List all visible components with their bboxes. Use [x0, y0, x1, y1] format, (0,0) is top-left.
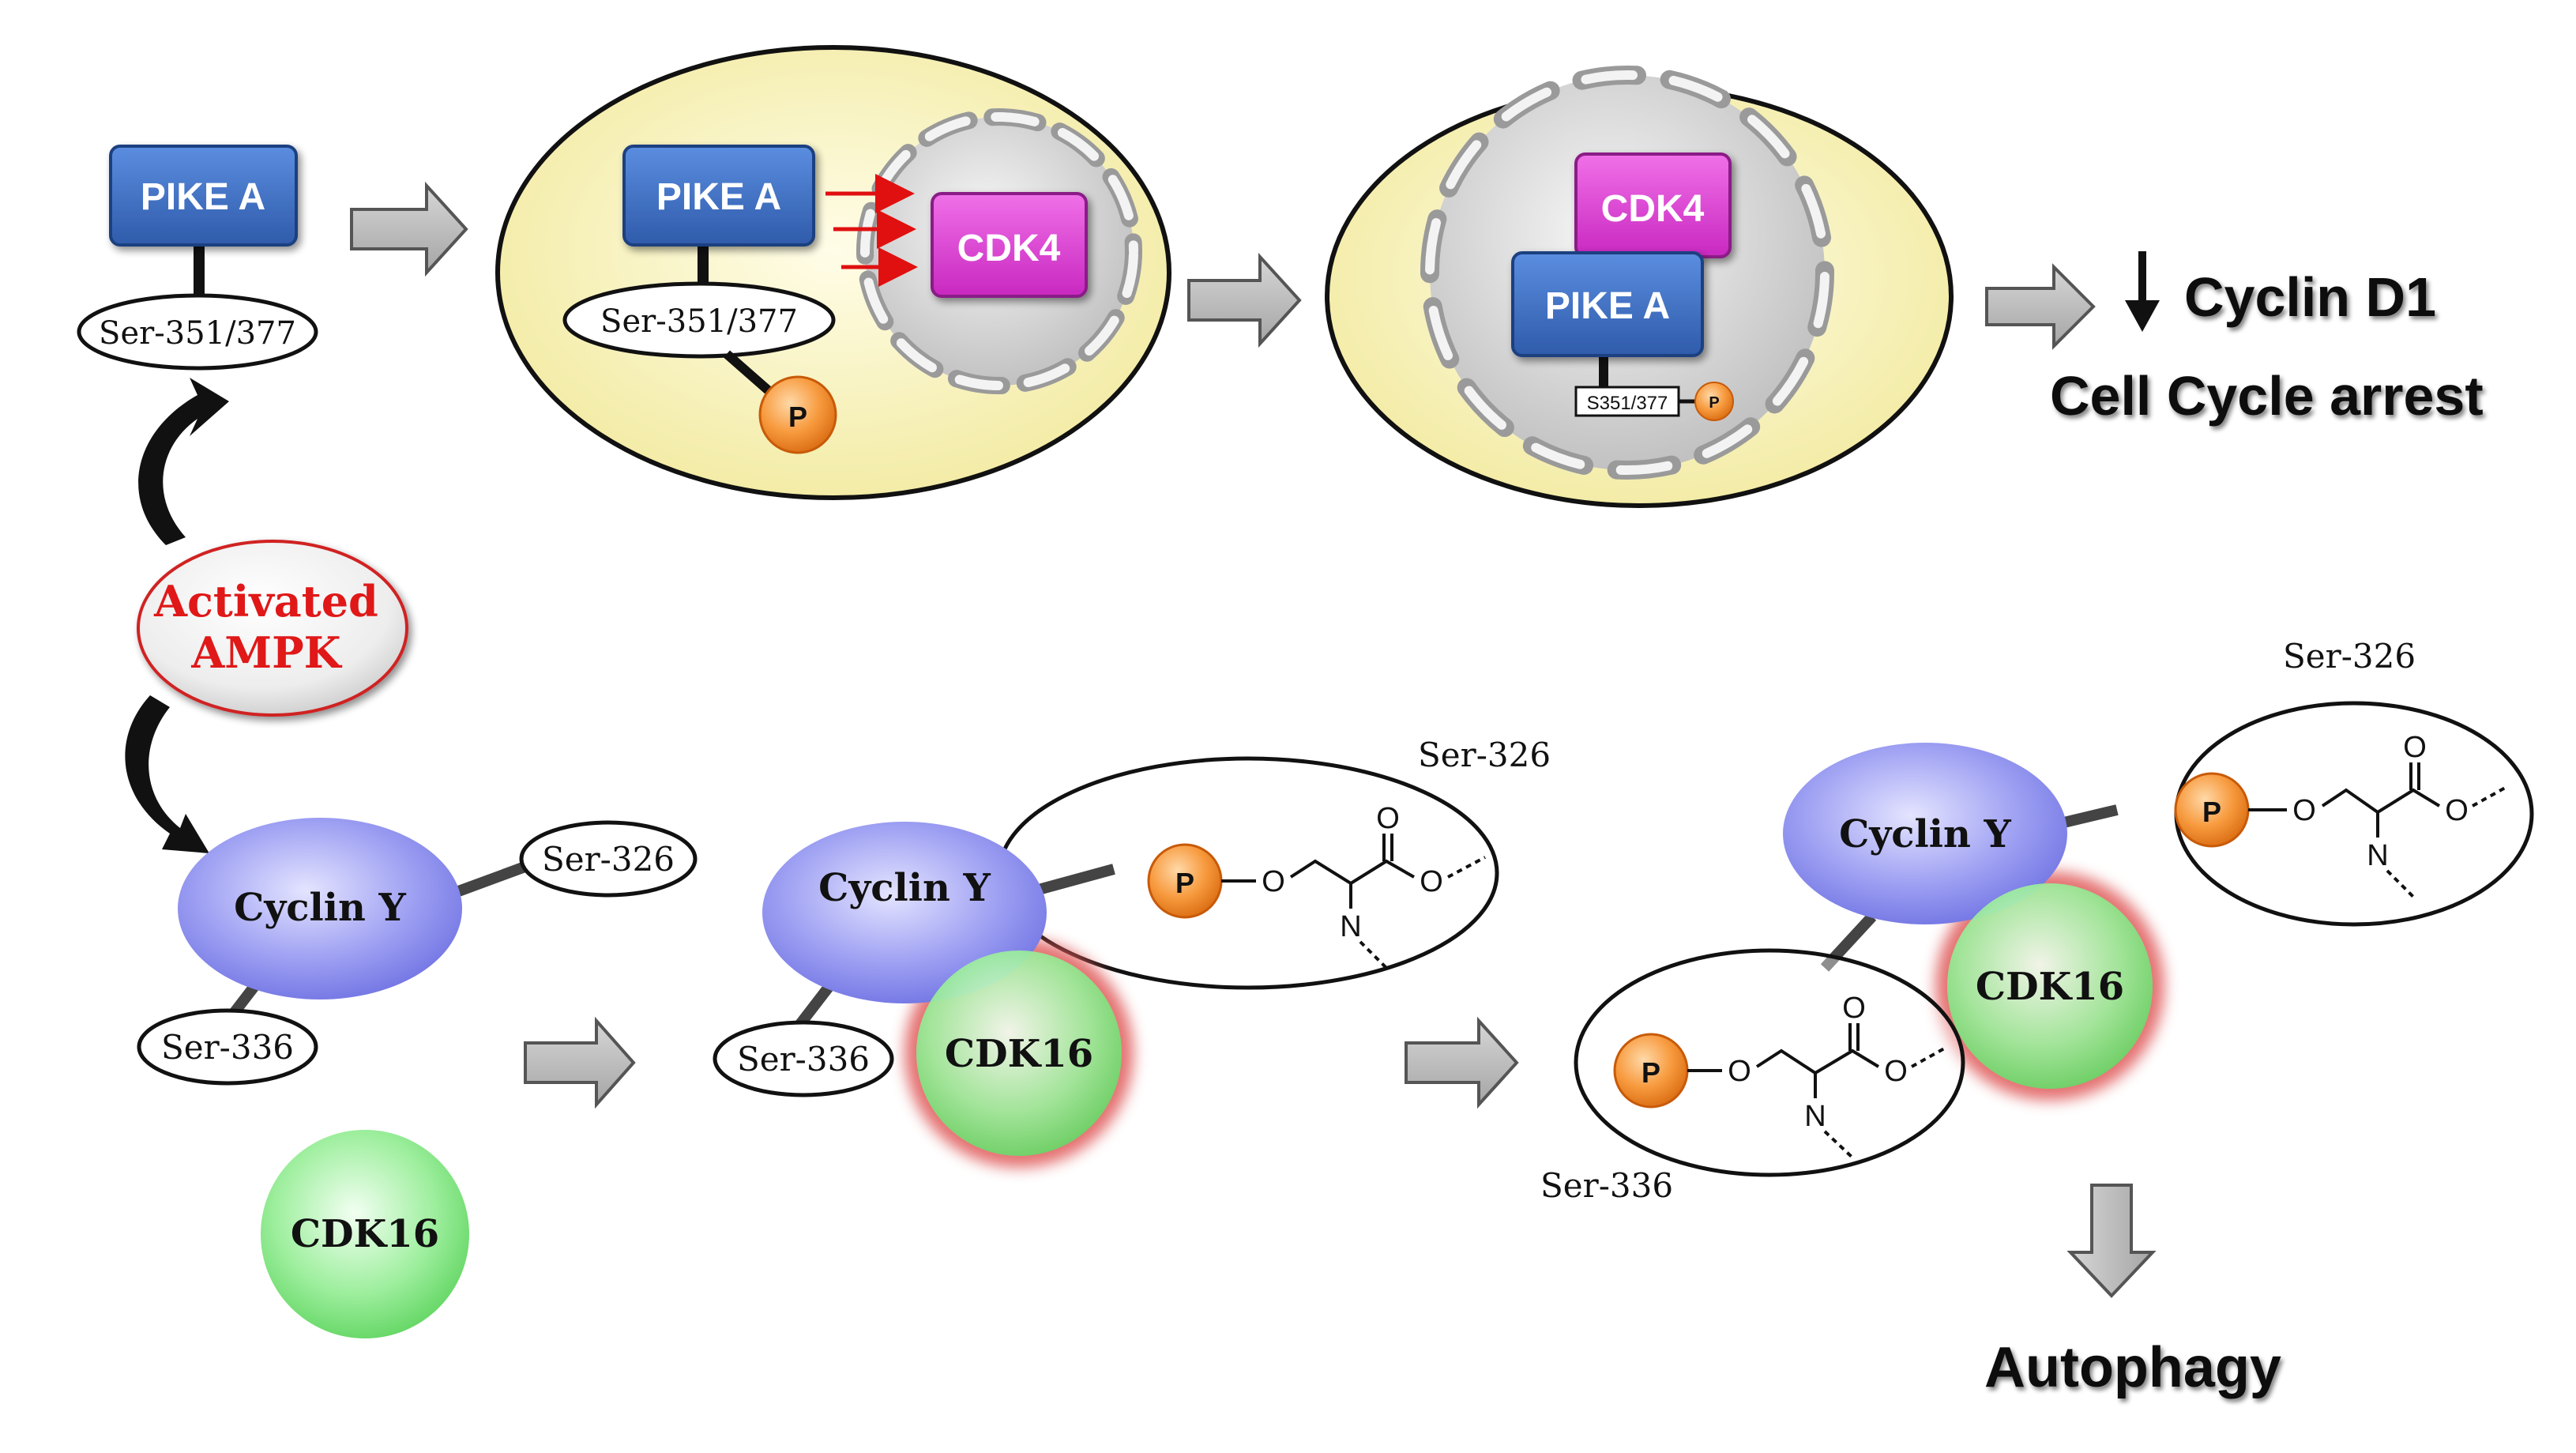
ser-336-label-1: Ser-336	[161, 1028, 294, 1067]
arrow-down-autophagy	[2066, 1184, 2157, 1298]
nitrogen-label-3: N	[1340, 910, 1361, 943]
s351-377-label: S351/377	[1587, 393, 1668, 414]
ser-351-377-label-2: Ser-351/377	[600, 303, 798, 340]
ser-336-label-2: Ser-336	[737, 1040, 870, 1078]
phosphate-2-label: P	[1709, 394, 1719, 412]
ester-dashed-bond-3	[1447, 856, 1486, 879]
ester-oxygen-label-3: O	[1420, 865, 1443, 898]
ser-326-linker-1	[452, 860, 532, 898]
carbonyl-oxygen-label-3: O	[1376, 802, 1400, 835]
ester-dashed-bond-4	[2472, 785, 2509, 807]
activated-ampk-node	[137, 540, 408, 717]
cell-1: PIKE A CDK4 Ser-351/377 P	[495, 45, 1171, 500]
ester-oxygen-label-5: O	[1884, 1055, 1908, 1088]
nucleus-2-envelope-highlight	[1425, 70, 1830, 475]
ser-351-377-site-2	[562, 281, 836, 359]
cdk4-box	[931, 192, 1088, 298]
arrow-right-3	[1985, 263, 2096, 350]
carbonyl-oxygen-label-4: O	[2403, 731, 2427, 764]
pike-a-label-3: PIKE A	[1545, 285, 1670, 327]
cyclin-y-cdk16-group-2: Cyclin Y CDK16 P O O O N Ser-326 P O O O…	[1540, 637, 2534, 1205]
cyclin-y-free-group: Cyclin Y Ser-326 Ser-336 CDK16	[137, 818, 698, 1338]
curved-arrow-down	[125, 695, 209, 853]
cdk16-bound-3	[1947, 883, 2153, 1089]
down-arrow-icon	[2125, 300, 2160, 332]
cdk4-label: CDK4	[957, 228, 1061, 269]
pike-a-box-3	[1511, 251, 1704, 357]
cell-cycle-outcome: Cyclin D1 Cell Cycle arrest	[2050, 251, 2484, 427]
pike-a-label-2: PIKE A	[656, 176, 781, 218]
carbonyl-oxygen-label-5: O	[1842, 992, 1866, 1025]
pike-a-label: PIKE A	[141, 176, 265, 218]
ester-oxygen-label-4: O	[2445, 794, 2469, 827]
curved-arrow-up	[138, 378, 229, 545]
ser-326-label-2: Ser-326	[1418, 736, 1551, 774]
nitrogen-label-5: N	[1804, 1100, 1826, 1133]
activated-ampk-group: Activated AMPK	[125, 378, 408, 853]
oxygen-label-4: O	[2292, 794, 2316, 827]
ser-336-site-1	[137, 1008, 318, 1086]
cdk16-label-2: CDK16	[945, 1032, 1093, 1076]
phosphate-1-label: P	[788, 401, 807, 433]
cdk4-label-2: CDK4	[1601, 188, 1705, 230]
ser-336-label-3: Ser-336	[1540, 1166, 1673, 1205]
oxygen-label-3: O	[1262, 865, 1285, 898]
cyclin-y-label-2: Cyclin Y	[818, 866, 991, 910]
arrow-right-5	[1405, 1016, 1519, 1109]
oxygen-label-5: O	[1728, 1055, 1751, 1088]
cdk16-free	[261, 1130, 469, 1338]
s351-377-site-box	[1574, 386, 1680, 417]
cdk16-label-1: CDK16	[291, 1212, 439, 1256]
ser-351-377-site	[77, 293, 318, 371]
nitrogen-label-4: N	[2367, 839, 2388, 872]
activated-label: Activated	[153, 576, 378, 627]
arrow-right-1	[350, 181, 468, 277]
ser-336-phospho-oval-3	[1574, 948, 1965, 1177]
pike-a-box-2	[622, 145, 815, 247]
cyclin-y-2	[762, 822, 1047, 1003]
pike-a-free-group: PIKE A Ser-351/377	[77, 145, 318, 371]
cyclin-y-label-3: Cyclin Y	[1839, 812, 2011, 856]
pike-a-box	[109, 145, 298, 247]
ser-336-linker-3	[1820, 913, 1877, 972]
cdk16-label-3: CDK16	[1976, 965, 2124, 1009]
ser-326-label-3: Ser-326	[2283, 637, 2416, 676]
phosphate-4-label: P	[2202, 796, 2221, 828]
phosphate-3-label: P	[1175, 867, 1194, 899]
autophagy-label: Autophagy	[1984, 1336, 2281, 1399]
cdk16-bound-2	[916, 950, 1122, 1156]
arrow-right-4	[524, 1016, 636, 1109]
nucleus-1-envelope-highlight	[860, 112, 1138, 390]
cyclin-d1-label: Cyclin D1	[2184, 266, 2436, 328]
cell-cycle-arrest-label: Cell Cycle arrest	[2050, 365, 2484, 427]
amine-dashed-bond-5	[1823, 1130, 1854, 1159]
cyclin-y-3	[1783, 743, 2067, 924]
cyclin-y-1	[178, 818, 462, 999]
ser-326-site-1	[519, 820, 698, 898]
cell-2: CDK4 PIKE A S351/377 P	[1325, 66, 1954, 508]
cyclin-y-label-1: Cyclin Y	[234, 886, 406, 930]
phosphate-5-label: P	[1641, 1056, 1660, 1089]
ester-dashed-bond-5	[1911, 1045, 1948, 1068]
ser-326-label-1: Ser-326	[542, 840, 675, 879]
ampk-label: AMPK	[190, 627, 342, 678]
arrow-right-2	[1187, 252, 1302, 348]
phosphate-1	[758, 375, 837, 454]
phosphate-2	[1694, 382, 1734, 421]
ser-336-site-2	[713, 1020, 894, 1097]
cyclin-y-cdk16-group-1: Cyclin Y CDK16 Ser-336 P O O O N Ser-326	[713, 736, 1551, 1168]
ser-351-377-label: Ser-351/377	[99, 315, 296, 352]
